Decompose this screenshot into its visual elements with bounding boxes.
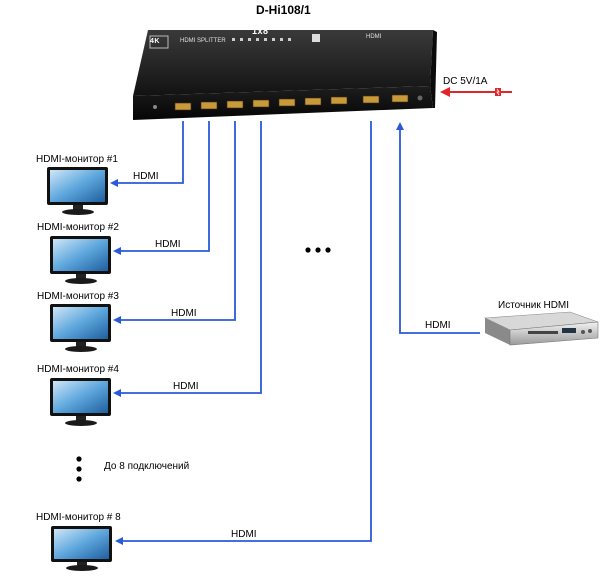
source-label: Источник HDMI xyxy=(498,300,570,311)
led-2 xyxy=(240,38,243,41)
power-label: DC 5V/1A xyxy=(443,76,488,87)
device-brand-mark: 4K xyxy=(150,38,160,45)
led-4 xyxy=(256,38,259,41)
hdmi-output-ports xyxy=(174,94,409,111)
hdmi-port-3 xyxy=(226,100,244,109)
link-monitor-8 xyxy=(115,121,372,545)
vdot-2 xyxy=(76,466,82,472)
link-label-3: HDMI xyxy=(171,308,197,319)
device-side-panel xyxy=(430,30,437,108)
link-monitor-1 xyxy=(110,121,184,187)
led-3 xyxy=(248,38,251,41)
vertical-ellipsis xyxy=(76,456,82,482)
hdmi-port-4 xyxy=(252,99,270,108)
hdmi-port-6 xyxy=(304,97,322,106)
monitor-label-3: HDMI-монитор #3 xyxy=(37,291,119,302)
ellipsis-dot-2 xyxy=(315,247,321,253)
led-8 xyxy=(288,38,291,41)
hdmi-port-1 xyxy=(174,102,192,111)
hdmi-splitter-device xyxy=(133,30,437,120)
monitor-icon-8 xyxy=(51,526,112,571)
link-source-input xyxy=(396,122,480,334)
monitor-icon-4 xyxy=(50,378,111,426)
hdmi-port-5 xyxy=(278,98,296,107)
device-model-text: 1x8 xyxy=(252,26,269,36)
monitor-label-4: HDMI-монитор #4 xyxy=(37,364,119,375)
monitor-label-8: HDMI-монитор # 8 xyxy=(36,512,121,523)
vdot-1 xyxy=(76,456,82,462)
led-5 xyxy=(264,38,267,41)
link-label-8: HDMI xyxy=(231,529,257,540)
hdmi-input-port xyxy=(391,94,409,103)
connections-note: До 8 подключений xyxy=(104,461,190,472)
hdmi-port-2 xyxy=(200,101,218,110)
monitor-icon-2 xyxy=(50,236,111,284)
power-connection xyxy=(440,87,512,97)
dvd-player-icon xyxy=(483,311,599,346)
link-label-source: HDMI xyxy=(425,320,451,331)
led-indicators xyxy=(232,38,291,41)
diagram-title: D-Hi108/1 xyxy=(256,3,311,17)
monitor-icon-3 xyxy=(50,304,111,352)
device-splitter-text: HDMI SPLITTER xyxy=(180,38,226,44)
hdmi-port-7 xyxy=(330,96,348,105)
monitor-icon-1 xyxy=(47,167,108,215)
monitor-label-1: HDMI-монитор #1 xyxy=(36,154,118,165)
link-label-1: HDMI xyxy=(133,171,159,182)
brand-mark-box xyxy=(149,35,169,49)
dc-power-jack-icon xyxy=(417,95,423,101)
vdot-3 xyxy=(76,476,82,482)
hdmi-port-8 xyxy=(362,95,380,104)
device-port-label: HDMI xyxy=(366,34,382,40)
led-7 xyxy=(280,38,283,41)
link-monitor-2 xyxy=(113,121,210,255)
lightning-icon xyxy=(496,88,500,96)
output-connections xyxy=(110,121,480,545)
link-label-4: HDMI xyxy=(173,381,199,392)
led-1 xyxy=(232,38,235,41)
ellipsis-dot-3 xyxy=(325,247,331,253)
power-led-icon xyxy=(153,105,157,109)
link-monitor-3 xyxy=(113,121,236,324)
ellipsis-dot-1 xyxy=(305,247,311,253)
device-top-panel xyxy=(133,30,433,96)
monitor-label-2: HDMI-монитор #2 xyxy=(37,222,119,233)
link-label-2: HDMI xyxy=(155,239,181,250)
link-monitor-4 xyxy=(113,121,262,397)
hdmi-logo-icon xyxy=(312,34,320,42)
more-outputs-ellipsis xyxy=(305,247,331,253)
led-6 xyxy=(272,38,275,41)
